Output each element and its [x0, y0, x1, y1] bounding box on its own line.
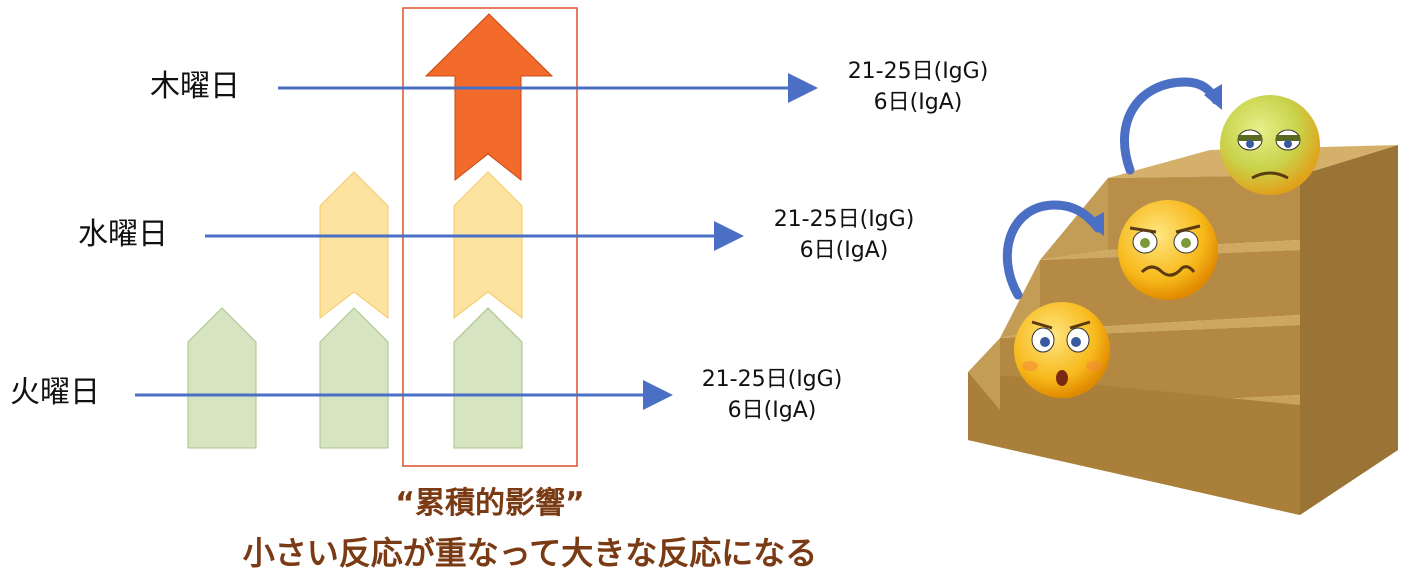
- thursday-iga: 6日(IgA): [873, 90, 963, 115]
- tuesday-label: 火曜日: [10, 375, 100, 410]
- sick-face-icon: [1220, 95, 1320, 195]
- worried-face-icon: [1014, 302, 1110, 398]
- caption-subtitle: 小さい反応が重なって大きな反応になる: [242, 534, 818, 572]
- thursday-label: 木曜日: [150, 69, 240, 104]
- yellow-arrow-1: [319, 171, 389, 320]
- thursday-duration: 21-25日(IgG) 6日(IgA): [828, 56, 1008, 118]
- wednesday-iga: 6日(IgA): [799, 238, 889, 263]
- tuesday-iga: 6日(IgA): [727, 398, 817, 423]
- wednesday-label: 水曜日: [78, 217, 168, 252]
- curved-arrow-icon: [1002, 200, 1103, 300]
- wednesday-duration: 21-25日(IgG) 6日(IgA): [754, 204, 934, 266]
- yellow-arrow-2: [453, 171, 523, 320]
- caption-title: “累積的影響”: [395, 486, 585, 521]
- curved-arrow-icon: [1120, 77, 1221, 175]
- confused-face-icon: [1118, 200, 1218, 300]
- tuesday-igg: 21-25日(IgG): [701, 367, 843, 392]
- thursday-igg: 21-25日(IgG): [847, 59, 989, 84]
- curved-arrow-head-1: [1086, 212, 1104, 236]
- orange-up-arrow: [424, 13, 554, 182]
- tuesday-duration: 21-25日(IgG) 6日(IgA): [682, 364, 862, 426]
- green-arrow-3: [453, 307, 523, 449]
- yellow-chevron-arrows: [319, 171, 523, 320]
- green-arrow-1: [187, 307, 257, 449]
- curved-arrow-head-2: [1204, 84, 1222, 110]
- green-arrow-2: [319, 307, 389, 449]
- green-chevron-arrows: [187, 307, 523, 449]
- wednesday-igg: 21-25日(IgG): [773, 207, 915, 232]
